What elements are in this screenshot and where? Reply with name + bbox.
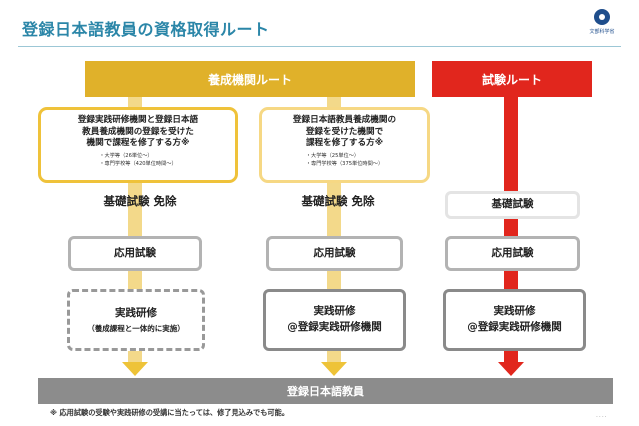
footnote: ※ 応用試験の受験や実践研修の受講に当たっては、修了見込みでも可能。	[50, 408, 289, 417]
result-registered-teacher: 登録日本語教員	[38, 378, 613, 404]
logo-caption: 文部科学省	[589, 29, 615, 35]
step-label: 実践研修	[115, 306, 157, 319]
page-marker: ....	[596, 412, 608, 419]
step-practical-training-registered: 実践研修 @登録実践研修機関	[263, 289, 406, 351]
basic-exam-exemption-label: 基礎試験 免除	[301, 194, 375, 208]
ministry-emblem-icon	[594, 9, 610, 25]
title-divider	[18, 46, 621, 47]
band-training-route: 養成機関ルート	[85, 61, 415, 97]
page-title: 登録日本語教員の資格取得ルート	[22, 20, 270, 39]
band-exam-route: 試験ルート	[432, 61, 592, 97]
step-label: 応用試験	[114, 246, 156, 259]
step-basic-exam: 基礎試験	[445, 191, 580, 219]
route-note: ・大学等（25単位～）	[305, 153, 360, 160]
route-box-practical-and-training: 登録実践研修機関と登録日本語 教員養成機関の登録を受けた 機関で課程を修了する方…	[38, 107, 238, 183]
route-note: ・大学等（26単位～）	[99, 153, 153, 160]
step-label: 基礎試験	[491, 198, 534, 211]
route-line: 機関で課程を修了する方※	[86, 138, 190, 149]
route-line: 登録を受けた機関で	[305, 126, 384, 137]
route-note: ・専門学校等（375単位時間～）	[305, 161, 384, 168]
route-line: 教員養成機関の登録を受けた	[82, 126, 194, 137]
route-box-training-only: 登録日本語教員養成機関の 登録を受けた機関で 課程を修了する方※ ・大学等（25…	[259, 107, 430, 183]
step-applied-exam: 応用試験	[68, 236, 202, 271]
step-sublabel: （養成課程と一体的に実施）	[87, 324, 185, 334]
step-label: 実践研修	[493, 305, 536, 318]
route-line: 課程を修了する方※	[305, 138, 384, 149]
step-applied-exam: 応用試験	[445, 236, 580, 271]
arrow-down-icon	[498, 362, 524, 376]
step-label: @登録実践研修機関	[467, 321, 562, 333]
logo: 文部科学省	[589, 9, 615, 43]
route-line: 登録実践研修機関と登録日本語	[77, 115, 199, 125]
route-line: 登録日本語教員養成機関の	[292, 115, 397, 125]
step-practical-training-registered: 実践研修 @登録実践研修機関	[443, 289, 586, 351]
route-note: ・専門学校等（420単位時間～）	[99, 161, 177, 168]
step-applied-exam: 応用試験	[266, 236, 403, 271]
arrow-down-icon	[122, 362, 148, 376]
step-label: 実践研修	[313, 305, 356, 318]
step-label: @登録実践研修機関	[287, 321, 382, 333]
step-label: 応用試験	[313, 246, 356, 259]
arrow-down-icon	[321, 362, 347, 376]
basic-exam-exemption-label: 基礎試験 免除	[103, 194, 177, 208]
step-practical-training-integrated: 実践研修 （養成課程と一体的に実施）	[67, 289, 205, 351]
step-label: 応用試験	[491, 246, 534, 259]
